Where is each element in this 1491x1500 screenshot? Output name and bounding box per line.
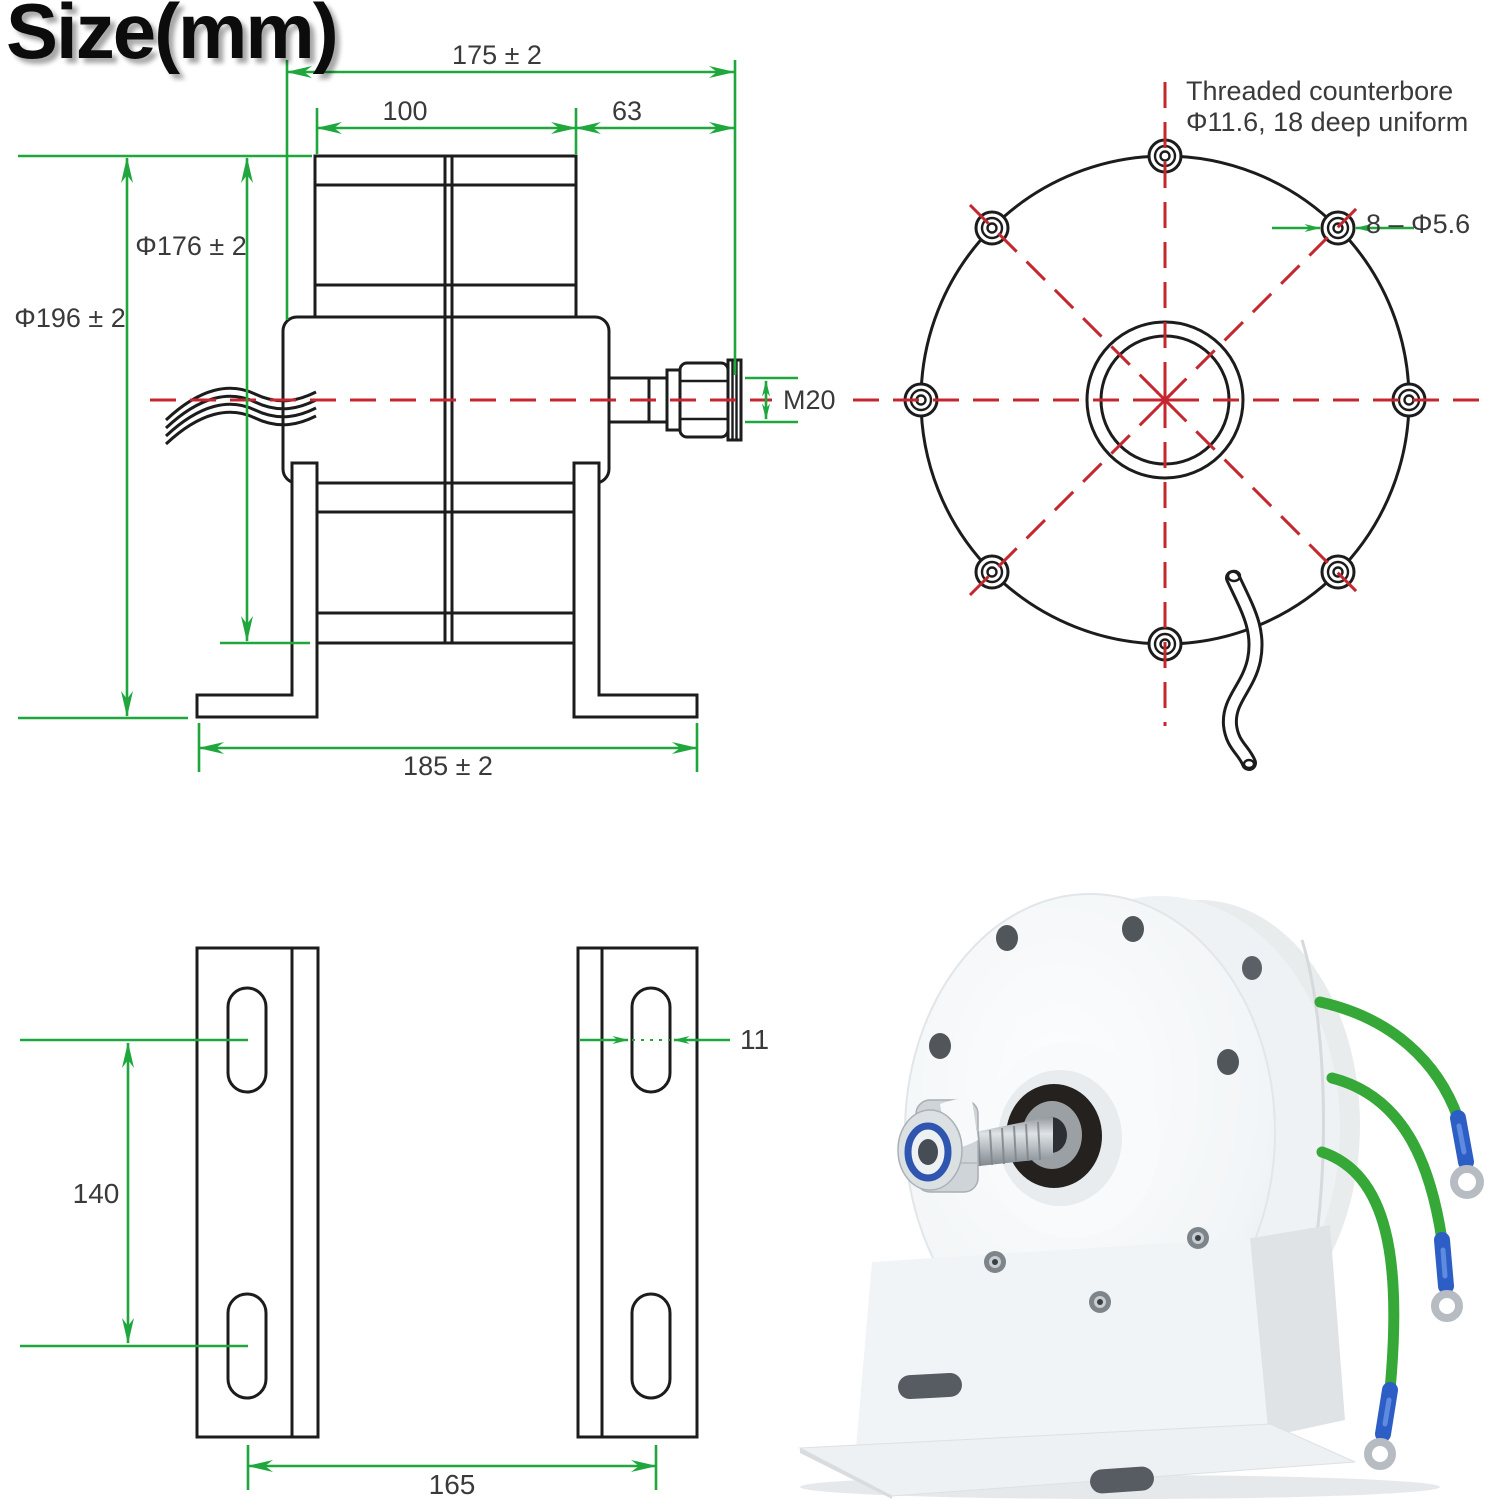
bracket-front-upright — [856, 1238, 1268, 1448]
bracket-dimensions: 140 11 165 — [20, 1024, 769, 1500]
dimension-bracket-spacing-label: 165 — [429, 1469, 476, 1500]
dimension-slot-spacing-label: 140 — [73, 1178, 120, 1209]
counterbore-note-line2: Φ11.6, 18 deep uniform — [1186, 107, 1468, 137]
left-mounting-foot — [195, 461, 319, 719]
dimension-housing-diameter-label: Φ196 ± 2 — [14, 303, 125, 333]
wire-terminals — [1364, 1110, 1484, 1470]
output-cable — [1221, 569, 1264, 771]
dimension-total-width-label: 175 ± 2 — [452, 40, 542, 70]
center-mark — [1153, 388, 1177, 412]
upright-screws — [984, 1227, 1209, 1313]
base-slot — [898, 1372, 962, 1400]
side-view-drawing: 175 ± 2 100 63 Φ176 ± 2 Φ196 ± 2 185 ± 2 — [14, 40, 835, 781]
page-title: Size(mm) — [6, 0, 339, 75]
shaft-and-nut — [897, 1098, 1053, 1193]
product-photo — [798, 893, 1484, 1499]
nut-center-hole — [918, 1139, 938, 1165]
generator-wires — [1314, 996, 1484, 1470]
base-front-edge — [800, 1448, 892, 1499]
front-view-drawing: Threaded counterbore Φ11.6, 18 deep unif… — [853, 76, 1481, 771]
dimension-shaft-section-label: 63 — [612, 96, 642, 126]
bolt-hole-dimension: 8 – Φ5.6 — [1272, 209, 1470, 239]
dimension-body-width-label: 100 — [382, 96, 427, 126]
counterbore-note-line1: Threaded counterbore — [1186, 76, 1453, 106]
output-wires — [164, 386, 317, 446]
bolt-holes-label: 8 – Φ5.6 — [1366, 209, 1470, 239]
dimension-shaft-thread-label: M20 — [783, 385, 836, 415]
dimension-slot-width-label: 11 — [740, 1024, 769, 1055]
right-bracket-bottom-slot — [630, 1292, 672, 1400]
dimension-stator-diameter-label: Φ176 ± 2 — [135, 231, 246, 261]
right-mounting-foot — [572, 461, 699, 719]
bracket-back-upright — [1240, 1225, 1345, 1438]
dimension-base-width-label: 185 ± 2 — [403, 751, 493, 781]
side-view-dimensions: 175 ± 2 100 63 Φ176 ± 2 Φ196 ± 2 185 ± 2 — [14, 40, 835, 781]
base-slot — [1090, 1466, 1154, 1494]
shaft-assembly — [607, 358, 743, 442]
bracket-plates-drawing: 140 11 165 — [20, 946, 769, 1500]
face-bolt-holes — [929, 916, 1262, 1075]
